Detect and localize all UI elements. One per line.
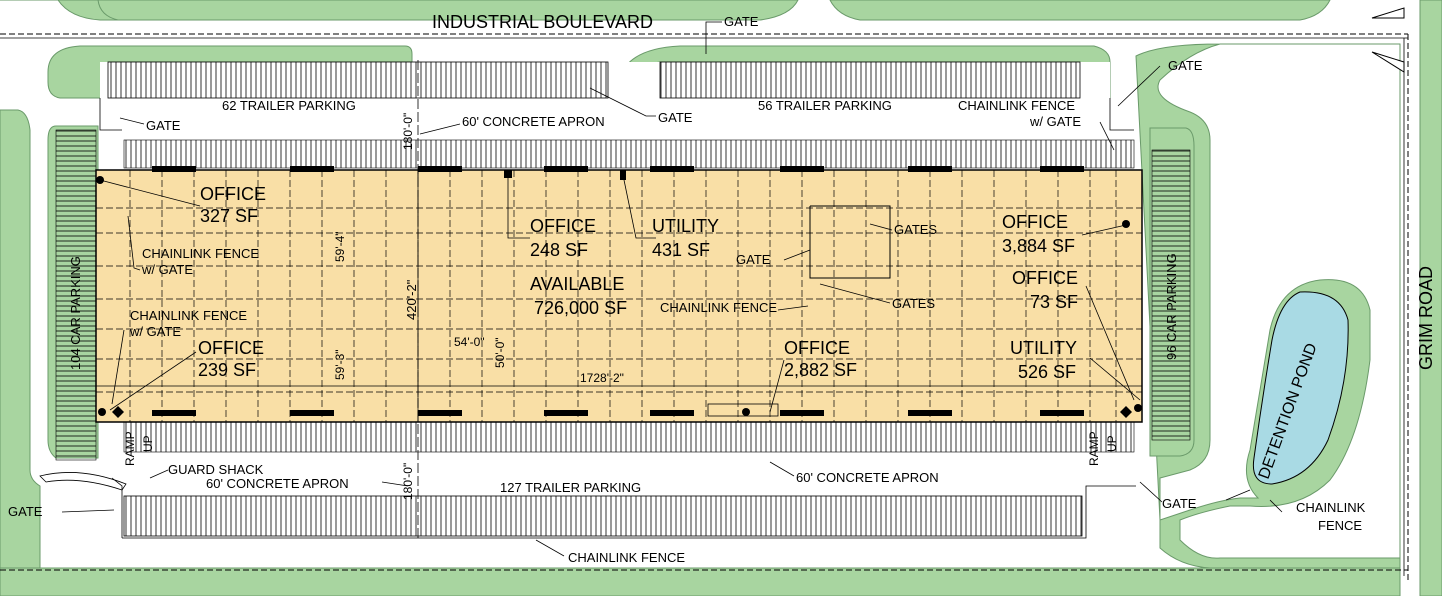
- office-73-area: 73 SF: [1030, 292, 1078, 312]
- dim-column-height: 50'-0": [493, 337, 507, 368]
- chainlink-fence-south: CHAINLINK FENCE: [568, 550, 685, 565]
- parking-62-trailer: 62 TRAILER PARKING: [222, 98, 356, 113]
- chainlink-fence-west-2-gate: w/ GATE: [129, 324, 181, 339]
- road-industrial-boulevard: INDUSTRIAL BOULEVARD: [432, 12, 653, 32]
- car-stalls-east: [1151, 149, 1191, 441]
- dim-apron-south: 180'-0": [401, 463, 415, 500]
- grass-east: [1135, 43, 1401, 569]
- utility-526-area: 526 SF: [1018, 362, 1076, 382]
- labels: INDUSTRIAL BOULEVARD GRIM ROAD GATE GATE…: [8, 12, 1436, 565]
- chainlink-label-east: CHAINLINK: [1296, 500, 1366, 515]
- up-label-west: UP: [141, 435, 155, 452]
- gates-label-lower: GATES: [892, 296, 935, 311]
- dock-doors-south: [152, 410, 1084, 416]
- office-2882-label: OFFICE: [784, 338, 850, 358]
- road-grim-road: GRIM ROAD: [1416, 266, 1436, 370]
- chainlink-fence-ne-label: CHAINLINK FENCE: [958, 98, 1075, 113]
- utility-symbols: [96, 170, 1142, 418]
- grass-north-right: [829, 0, 1331, 21]
- dim-length: 1728'-2": [580, 371, 624, 385]
- detention-pond: [1252, 291, 1349, 485]
- gates-label-upper: GATES: [894, 222, 937, 237]
- guard-shack: [39, 472, 127, 491]
- dim-apron-north: 180'-0": [401, 113, 415, 150]
- trailer-stalls-northwest: [107, 61, 609, 99]
- road-arrow-ne: [1371, 7, 1405, 19]
- utility-431-label: UTILITY: [652, 216, 719, 236]
- office-73-label: OFFICE: [1012, 268, 1078, 288]
- grass-north-mid: [97, 0, 799, 21]
- office-248-area: 248 SF: [530, 240, 588, 260]
- office-2882-area: 2,882 SF: [784, 360, 857, 380]
- utility-526-label: UTILITY: [1010, 338, 1077, 358]
- chainlink-fence-interior: CHAINLINK FENCE: [660, 300, 777, 315]
- concrete-apron-south-east: 60' CONCRETE APRON: [796, 470, 939, 485]
- parking-96-car: 96 CAR PARKING: [1164, 253, 1179, 360]
- gate-label-interior: GATE: [736, 252, 771, 267]
- gate-label-southeast: GATE: [1162, 496, 1197, 511]
- car-stalls-west: [55, 129, 97, 461]
- office-239-area: 239 SF: [198, 360, 256, 380]
- ramp-label-west: RAMP: [123, 431, 137, 466]
- road-lines: [0, 33, 1409, 580]
- gate-label-northwest: GATE: [146, 118, 181, 133]
- dim-bay-north: 59'-4": [333, 231, 347, 262]
- road-arrow-se: [1371, 51, 1405, 73]
- chainlink-fence-west-1: CHAINLINK FENCE: [142, 246, 259, 261]
- office-248-label: OFFICE: [530, 216, 596, 236]
- dim-bay-south: 59'-3": [333, 349, 347, 380]
- chainlink-fence-west-2: CHAINLINK FENCE: [130, 308, 247, 323]
- trailer-stalls-south: [123, 495, 1083, 537]
- available-area: 726,000 SF: [534, 298, 627, 318]
- fence-label-east: FENCE: [1318, 518, 1362, 533]
- grass-south: [0, 567, 1401, 596]
- gate-label-top: GATE: [724, 14, 759, 29]
- office-239-label: OFFICE: [198, 338, 264, 358]
- dim-depth: 420'-2": [404, 279, 419, 320]
- office-327-area: 327 SF: [200, 206, 258, 226]
- leader-lines: [61, 21, 1283, 557]
- office-3884-area: 3,884 SF: [1002, 236, 1075, 256]
- parking-56-trailer: 56 TRAILER PARKING: [758, 98, 892, 113]
- guard-shack-label: GUARD SHACK: [168, 462, 264, 477]
- grass-northwest-island: [47, 45, 413, 99]
- chainlink-fence-ne-gate: w/ GATE: [1029, 114, 1081, 129]
- chainlink-fence-west-1-gate: w/ GATE: [141, 262, 193, 277]
- dock-stalls-north: [123, 139, 1135, 169]
- office-3884-label: OFFICE: [1002, 212, 1068, 232]
- concrete-apron-north: 60' CONCRETE APRON: [462, 114, 605, 129]
- parking-104-car: 104 CAR PARKING: [68, 256, 83, 370]
- office-box-2882: [707, 403, 779, 417]
- dock-stalls-south: [123, 421, 1135, 453]
- chainlink-fence-enclosure: [809, 205, 891, 279]
- grass-west: [0, 109, 41, 571]
- parking-127-trailer: 127 TRAILER PARKING: [500, 480, 641, 495]
- gate-label-northeast: GATE: [1168, 58, 1203, 73]
- trailer-stalls-northeast: [659, 61, 1081, 99]
- ramp-label-east: RAMP: [1087, 431, 1101, 466]
- dim-column-width: 54'-0": [454, 335, 485, 349]
- utility-431-area: 431 SF: [652, 240, 710, 260]
- concrete-apron-south-west: 60' CONCRETE APRON: [206, 476, 349, 491]
- building-footprint: [95, 169, 1143, 423]
- dock-doors-north: [152, 166, 1084, 172]
- gate-label-west: GATE: [8, 504, 43, 519]
- available-label: AVAILABLE: [530, 274, 624, 294]
- gate-label-north-mid: GATE: [658, 110, 693, 125]
- column-grid: [96, 170, 1142, 422]
- office-327-label: OFFICE: [200, 184, 266, 204]
- building: [95, 166, 1143, 423]
- up-label-east: UP: [1105, 435, 1119, 452]
- grass-east-edge: [1419, 0, 1442, 596]
